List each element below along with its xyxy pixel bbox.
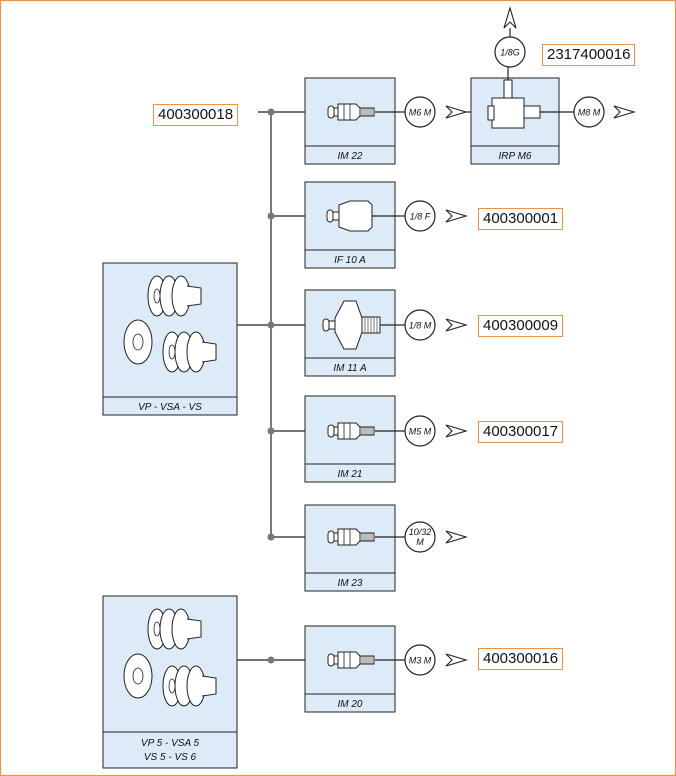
fitting-if10a-label: IF 10 A — [334, 255, 366, 266]
fitting-im21-label: IM 21 — [337, 469, 362, 480]
thread-im20-circle — [404, 644, 436, 676]
code-tag-im20: 400300016 — [478, 648, 564, 670]
thread-irp-out-circle — [573, 96, 605, 128]
arrow-icon — [445, 209, 467, 223]
arrow-icon — [445, 105, 467, 119]
cup-group-2: VP 5 - VSA 5 VS 5 - VS 6 — [102, 595, 238, 769]
fitting-im22-label: IM 22 — [337, 151, 362, 162]
thread-im21-circle — [404, 415, 436, 447]
arrow-up-icon — [503, 6, 517, 29]
thread-irp-out: M8 M — [578, 108, 601, 118]
code-tag-if10a: 400300001 — [478, 208, 564, 230]
thread-im23-circle — [404, 521, 436, 553]
code-tag-im11a: 400300009 — [478, 315, 564, 337]
thread-if10a-circle — [404, 200, 436, 232]
thread-im23-line2: M — [416, 537, 424, 547]
thread-im22-circle — [404, 96, 436, 128]
fitting-if10a: IF 10 A — [304, 181, 396, 269]
fitting-im23: IM 23 — [304, 504, 396, 592]
fitting-im11a: IM 11 A — [304, 289, 396, 377]
fitting-irp: IRP M6 — [470, 77, 560, 165]
arrow-icon — [445, 318, 467, 332]
fitting-im23-label: IM 23 — [337, 578, 362, 589]
code-tag-irp: 2317400016 — [542, 44, 636, 66]
cup-group-1: VP - VSA - VS — [102, 262, 238, 416]
code-tag-im21: 400300017 — [478, 421, 564, 443]
thread-im21: M5 M — [409, 427, 432, 437]
code-tag-im22: 400300018 — [153, 104, 239, 126]
thread-im23-line1: 10/32 — [409, 527, 432, 537]
fitting-im20-label: IM 20 — [337, 699, 362, 710]
arrow-icon — [445, 530, 467, 544]
fitting-im22: IM 22 — [304, 77, 396, 165]
bus-nodes — [267, 108, 275, 664]
arrow-icon — [445, 424, 467, 438]
thread-im22: M6 M — [409, 108, 432, 118]
arrow-icon — [613, 105, 635, 119]
fitting-im20: IM 20 — [304, 625, 396, 713]
thread-im11a-circle — [404, 309, 436, 341]
cup-group-1-label: VP - VSA - VS — [138, 402, 202, 413]
cup-group-2-label-2: VS 5 - VS 6 — [144, 752, 197, 763]
thread-im11a: 1/8 M — [409, 321, 432, 331]
arrow-icon — [445, 653, 467, 667]
thread-im20: M3 M — [409, 656, 432, 666]
fitting-irp-label: IRP M6 — [499, 151, 532, 162]
thread-if10a: 1/8 F — [410, 212, 431, 222]
cup-group-2-label-1: VP 5 - VSA 5 — [141, 738, 200, 749]
fitting-im21: IM 21 — [304, 395, 396, 483]
thread-irp-top: 1/8G — [500, 48, 520, 58]
fitting-im11a-label: IM 11 A — [333, 363, 367, 374]
